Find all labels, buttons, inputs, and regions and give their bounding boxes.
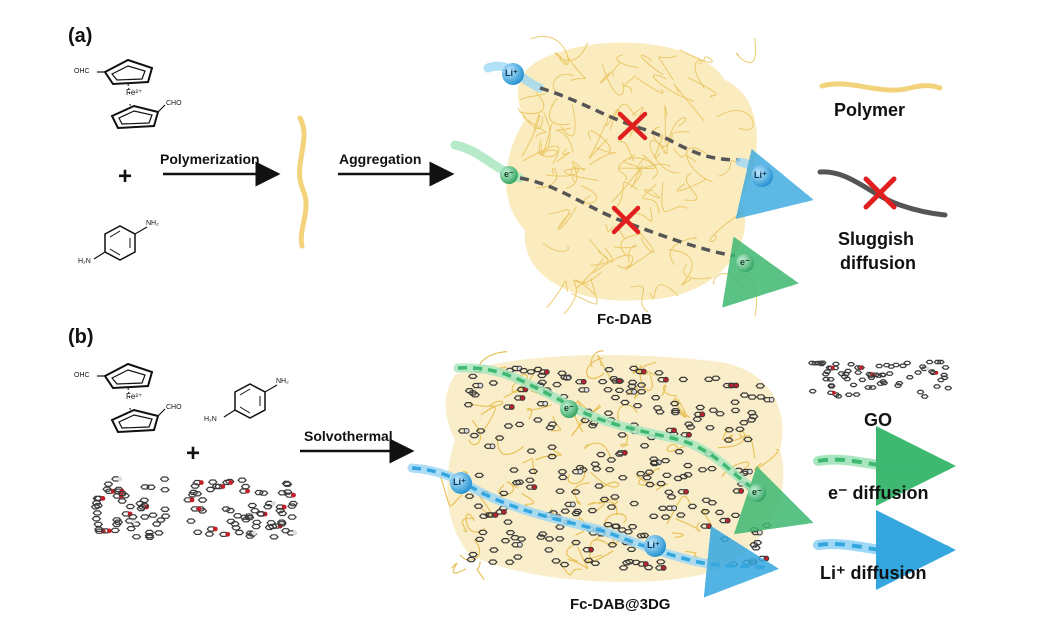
li-ion-ball-a2 xyxy=(751,165,773,187)
ferrocene-structure-b xyxy=(97,362,166,434)
go-legend-label: GO xyxy=(864,410,893,430)
polymerization-label: Polymerization xyxy=(160,151,260,167)
solvothermal-label: Solvothermal xyxy=(304,428,393,444)
li-ion-label-a1: Li⁺ xyxy=(505,68,518,78)
sluggish-legend-label-2: diffusion xyxy=(840,253,916,273)
polymer-legend-label: Polymer xyxy=(834,100,906,120)
h2n-label-a: H₂N xyxy=(78,258,91,265)
nh2-label-a: NH₂ xyxy=(146,220,159,227)
sluggish-x-mark xyxy=(863,176,897,210)
diamine-structure-a xyxy=(93,225,148,261)
sluggish-legend-label-1: Sluggish xyxy=(838,229,914,249)
e-diffusion-legend-dash xyxy=(817,457,916,470)
polymer-legend-line xyxy=(819,81,943,93)
panel-a-label: (a) xyxy=(68,25,93,47)
aggregation-label: Aggregation xyxy=(339,151,422,167)
electron-label-a1: e⁻ xyxy=(504,169,514,179)
electron-label-b2: e⁻ xyxy=(752,487,762,497)
h2n-label-b: H₂N xyxy=(204,416,217,423)
li-ion-ball-a1 xyxy=(502,63,524,85)
electron-label-b1: e⁻ xyxy=(564,403,574,413)
block-x-mark-bottom xyxy=(611,205,641,235)
fe-label-a: Fe²⁺ xyxy=(126,88,143,97)
li-ion-label-a2: Li⁺ xyxy=(754,170,767,180)
cho-label-b1: OHC xyxy=(74,372,90,379)
electron-ball-b1 xyxy=(560,400,578,418)
cho-label-b2: CHO xyxy=(166,404,182,411)
ferrocene-structure-a xyxy=(97,58,166,130)
plus-sign-b: + xyxy=(186,440,201,467)
fc-dab-3dg-label: Fc-DAB@3DG xyxy=(570,596,671,613)
li-ion-ball-b2 xyxy=(644,535,666,557)
li-ion-label-b1: Li⁺ xyxy=(453,477,466,487)
fc-dab-label: Fc-DAB xyxy=(597,311,652,328)
block-x-mark-top xyxy=(617,111,648,141)
li-path-out-a xyxy=(735,148,814,220)
nh2-label-b: NH₂ xyxy=(276,378,289,385)
electron-ball-a1 xyxy=(500,166,518,184)
go-legend-sheet xyxy=(807,359,953,399)
electron-ball-b2 xyxy=(748,484,766,502)
sluggish-legend-path xyxy=(817,169,948,218)
graphene-oxide-sheet xyxy=(90,476,299,541)
li-ion-ball-b1 xyxy=(450,472,472,494)
li-diffusion-legend-dash xyxy=(817,542,916,554)
li-diffusion-legend-label: Li⁺ diffusion xyxy=(820,563,927,583)
diamine-structure-b xyxy=(223,383,278,419)
electron-ball-a2 xyxy=(736,254,754,272)
li-path-dash-b xyxy=(411,466,771,570)
fe-label-b: Fe²⁺ xyxy=(126,392,143,401)
li-ion-label-b2: Li⁺ xyxy=(647,540,660,550)
polymer-chain-strand xyxy=(297,115,309,249)
electron-label-a2: e⁻ xyxy=(740,257,750,267)
plus-sign-a: + xyxy=(118,163,133,190)
cho-label-a1: OHC xyxy=(74,68,90,75)
panel-b-label: (b) xyxy=(68,326,94,348)
cho-label-a2: CHO xyxy=(166,100,182,107)
li-path-blocked-a xyxy=(539,86,741,162)
e-path-blocked-a xyxy=(519,176,736,258)
e-diffusion-legend-label: e⁻ diffusion xyxy=(828,483,929,503)
e-path-dash-b xyxy=(457,366,761,494)
fc-dab-aggregate xyxy=(506,36,757,317)
